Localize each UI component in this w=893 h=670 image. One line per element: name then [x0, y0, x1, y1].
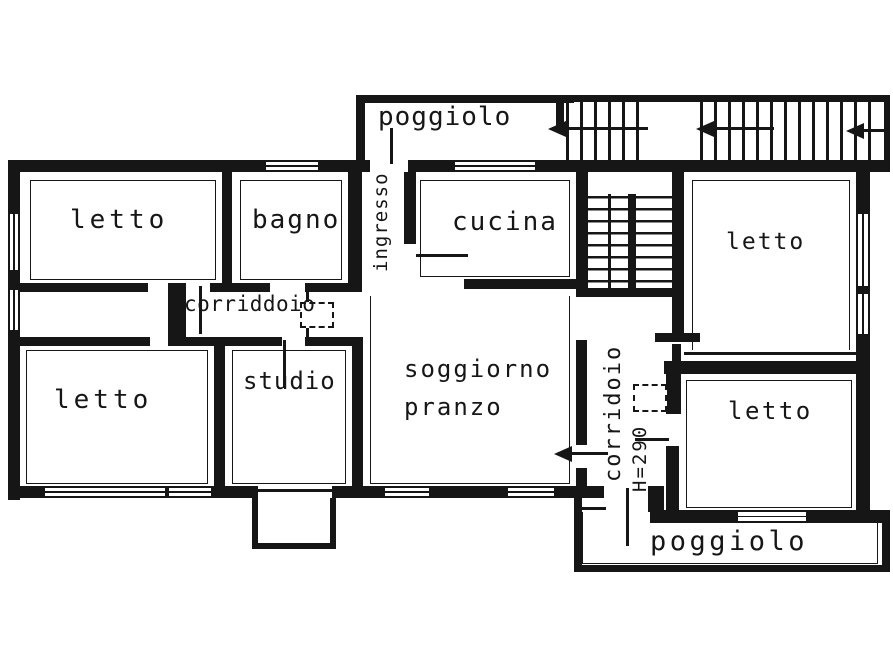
ceiling-height-label: H=290	[629, 424, 651, 492]
corridoio-entry-arrow	[558, 452, 608, 455]
bedroom-bottom-left-label: letto	[54, 385, 153, 415]
window-bottom-1	[45, 486, 165, 498]
wall-bagno-ingresso	[348, 168, 362, 292]
corridor-wall-bottom-2	[186, 337, 282, 346]
stairwell-center-divider	[628, 194, 636, 290]
wall-left	[8, 160, 20, 500]
corridor-top-label: corriddoio	[184, 292, 316, 316]
window-bottom-3	[385, 486, 429, 498]
dashed-box-corridoio	[633, 384, 667, 412]
stair-direction-arrow-2	[700, 127, 774, 130]
window-bottom-2	[169, 486, 211, 498]
balcony-top-wall-top	[356, 95, 584, 102]
wall-ingresso-right	[404, 168, 416, 244]
stair-direction-arrow-1	[552, 127, 648, 130]
balcony-bottom-wall-left	[574, 498, 582, 572]
ingresso-entry-opening	[370, 160, 408, 172]
corridor-wall-bottom-3	[305, 337, 362, 346]
bump-threshold-line	[258, 489, 332, 492]
corridor-wall-top-1	[16, 283, 148, 292]
wall-soggiorno-corridoio-b	[576, 468, 587, 488]
wall-corridoio-end-left	[586, 486, 604, 498]
window-right-2	[856, 294, 870, 334]
window-bagno-top	[266, 160, 318, 172]
room-letto-bl-outline	[26, 350, 208, 484]
stairwell-wall-right	[672, 168, 684, 342]
stair-direction-arrow-3	[850, 129, 890, 132]
stair-band-divider	[556, 95, 564, 130]
balcony-bottom-inner-face	[582, 512, 878, 564]
balcony-top-inner-face	[364, 102, 574, 160]
bedroom-bottom-right-label: letto	[728, 397, 813, 425]
wall-letto-bagno	[222, 168, 232, 292]
balcony-bottom-wall-right	[882, 510, 890, 572]
corridor-right-label: corridoio	[601, 344, 626, 482]
stairwell-wall-bottom	[576, 288, 684, 297]
room-bagno-outline	[240, 180, 342, 280]
door-leaf-cucina	[416, 254, 468, 257]
wall-studio-soggiorno	[352, 337, 363, 486]
living-room-label-line2: pranzo	[404, 393, 503, 421]
wall-corridoio-stub	[655, 333, 700, 342]
balcony-top-wall-left	[356, 95, 364, 167]
window-left-2	[8, 290, 20, 330]
wall-cucina-bottom	[464, 279, 588, 289]
wall-letto-br-left-b	[666, 446, 679, 512]
bathroom-label: bagno	[252, 205, 341, 235]
balcony-bottom-wall-bottom	[574, 565, 890, 572]
bedroom-top-left-label: letto	[70, 205, 169, 235]
stair-band-wall-top	[556, 95, 890, 102]
window-letto-br-balcony	[738, 510, 806, 523]
wall-letto-studio	[214, 346, 225, 486]
room-cucina-outline	[420, 180, 570, 277]
window-bottom-4	[508, 486, 554, 498]
room-studio-outline	[232, 350, 346, 484]
window-right-1	[856, 214, 870, 286]
room-letto-br-outline	[686, 380, 852, 508]
dashed-box-corridor	[300, 302, 334, 328]
corridor-wall-top-3	[305, 283, 362, 292]
door-leaf-letto-br	[635, 438, 669, 441]
balcony-bottom-top-line	[582, 507, 606, 510]
window-left-1	[8, 214, 20, 270]
letto-top-right-bottom-line	[684, 352, 856, 355]
room-letto-tl-outline	[30, 180, 216, 280]
balcony-top-label: poggiolo	[378, 102, 512, 132]
wall-letto-br-left-a	[666, 374, 679, 414]
stairwell-inner-edge	[608, 194, 611, 290]
stair-treads-left-group	[566, 102, 648, 163]
kitchen-label: cucina	[452, 207, 558, 237]
bump-wall-left	[252, 498, 258, 548]
bump-wall-right	[330, 498, 336, 548]
door-leaf-letto-tl	[199, 286, 202, 334]
room-letto-tr-outline	[692, 180, 850, 350]
room-soggiorno-outline	[370, 296, 570, 484]
bump-opening	[258, 486, 332, 498]
bump-wall-bottom	[252, 543, 336, 549]
living-room-label-line1: soggiorno	[404, 355, 553, 383]
wall-soggiorno-corridoio-a	[576, 340, 587, 445]
wall-cucina-stairs	[576, 160, 588, 296]
wall-corridoio-end-right	[648, 486, 664, 512]
corridor-pillar	[168, 283, 186, 346]
bedroom-top-right-label: letto	[726, 229, 806, 255]
corridor-wall-bottom-1	[16, 337, 150, 346]
window-cucina-top	[455, 160, 535, 172]
door-leaf-ingresso	[390, 128, 393, 164]
study-label: studio	[243, 367, 336, 395]
wall-letto-br-top	[664, 361, 860, 374]
door-leaf-studio	[283, 340, 286, 388]
entrance-label: ingresso	[370, 172, 392, 272]
balcony-bottom-label: poggiolo	[650, 526, 809, 557]
door-line-balcony-bottom	[626, 488, 629, 546]
corridor-wall-top-2	[210, 283, 270, 292]
